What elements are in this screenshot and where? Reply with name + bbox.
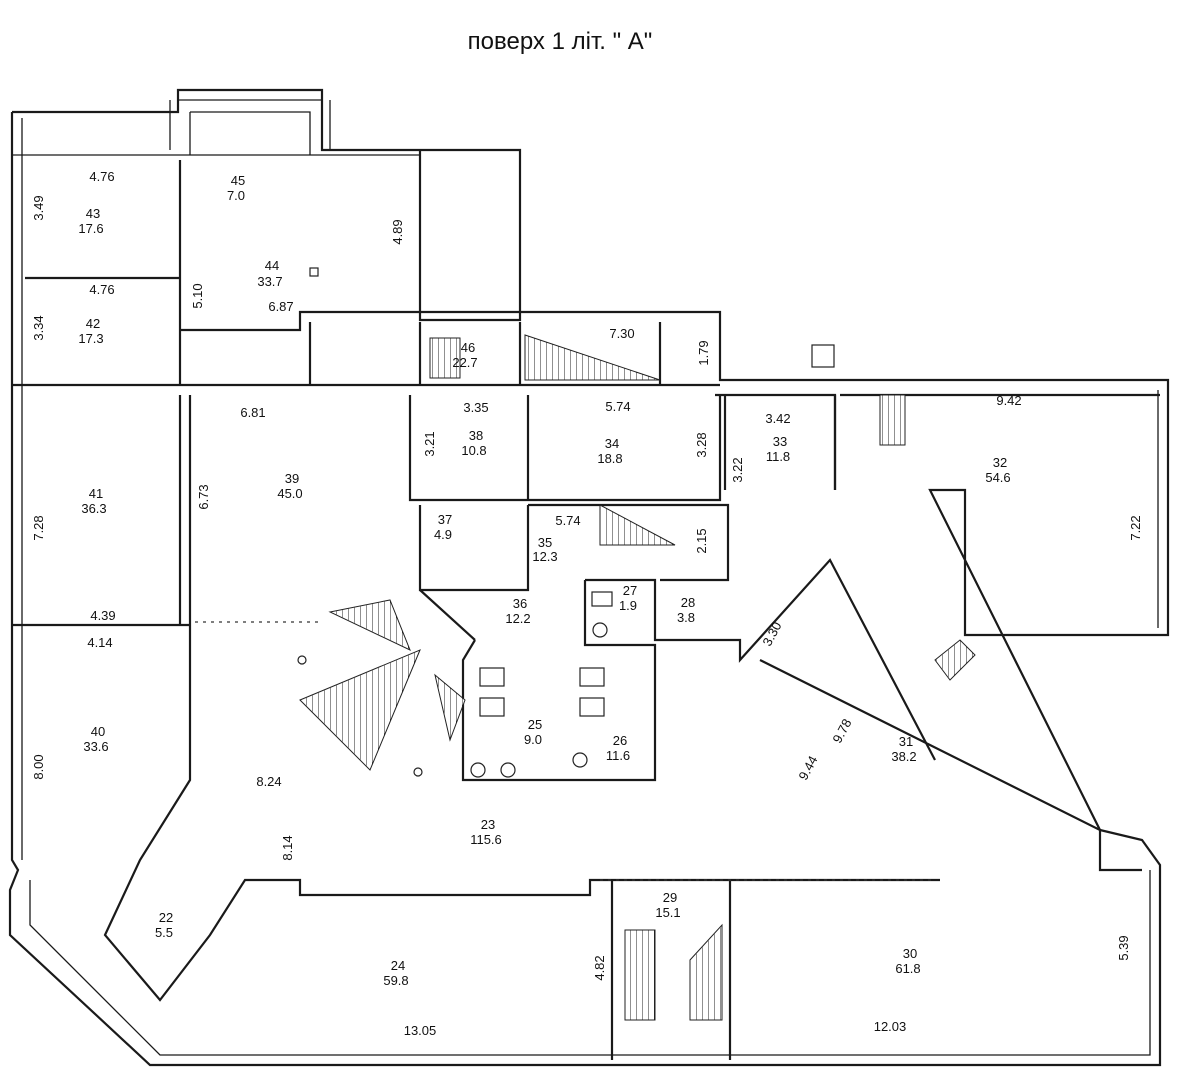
dim-3-21: 3.21	[422, 431, 437, 456]
room-24-area: 59.8	[383, 973, 408, 988]
room-labels: 45 7.0 43 17.6 42 17.3 44 33.7 46 22.7 4…	[78, 173, 1010, 988]
dim-3-34: 3.34	[31, 315, 46, 340]
dim-3-49: 3.49	[31, 195, 46, 220]
dim-3-28: 3.28	[694, 432, 709, 457]
room-35-number: 35	[538, 535, 552, 550]
room-25-number: 25	[528, 717, 542, 732]
room-32-area: 54.6	[985, 470, 1010, 485]
floor-title: поверх 1 літ. " А"	[467, 28, 653, 55]
interior-walls	[12, 160, 1160, 1060]
room-41-number: 41	[89, 486, 103, 501]
room-26-number: 26	[613, 733, 627, 748]
dim-3-42: 3.42	[765, 411, 790, 426]
dim-7-30: 7.30	[609, 326, 634, 341]
dim-4-39: 4.39	[90, 608, 115, 623]
room-30-number: 30	[903, 946, 917, 961]
room-35-area: 12.3	[532, 549, 557, 564]
room-42-number: 42	[86, 316, 100, 331]
room-27-number: 27	[623, 583, 637, 598]
dim-7-22: 7.22	[1128, 515, 1143, 540]
dim-3-30: 3.30	[759, 619, 784, 648]
dim-6-81: 6.81	[240, 405, 265, 420]
room-28-number: 28	[681, 595, 695, 610]
room-34-number: 34	[605, 436, 619, 451]
dim-4-76-top: 4.76	[89, 169, 114, 184]
room-29-number: 29	[663, 890, 677, 905]
room-38-area: 10.8	[461, 443, 486, 458]
room-27-area: 1.9	[619, 598, 637, 613]
room-22-area: 5.5	[155, 925, 173, 940]
dim-4-14: 4.14	[87, 635, 112, 650]
room-29-area: 15.1	[655, 905, 680, 920]
sanitary-fixtures	[297, 267, 835, 778]
dim-3-22: 3.22	[730, 457, 745, 482]
room-45-area: 7.0	[227, 188, 245, 203]
dim-13-05: 13.05	[404, 1023, 437, 1038]
room-30-area: 61.8	[895, 961, 920, 976]
openings	[195, 621, 935, 881]
dim-2-15: 2.15	[694, 528, 709, 553]
dim-3-35: 3.35	[463, 400, 488, 415]
dim-9-78: 9.78	[829, 716, 854, 745]
dim-5-74-top: 5.74	[605, 399, 630, 414]
room-45-number: 45	[231, 173, 245, 188]
dim-8-24: 8.24	[256, 774, 281, 789]
room-24-number: 24	[391, 958, 405, 973]
room-28-area: 3.8	[677, 610, 695, 625]
dim-4-89: 4.89	[390, 219, 405, 244]
dim-7-28: 7.28	[31, 515, 46, 540]
room-46-number: 46	[461, 340, 475, 355]
room-33-area: 11.8	[766, 449, 790, 464]
dim-6-73: 6.73	[196, 484, 211, 509]
dim-4-82: 4.82	[592, 955, 607, 980]
room-41-area: 36.3	[81, 501, 106, 516]
dim-4-76-mid: 4.76	[89, 282, 114, 297]
dim-6-87: 6.87	[268, 299, 293, 314]
dimension-labels: 4.76 3.49 4.89 4.76 5.10 3.34 6.87 7.30 …	[31, 169, 1143, 1038]
room-25-area: 9.0	[524, 732, 542, 747]
room-38-number: 38	[469, 428, 483, 443]
room-40-area: 33.6	[83, 739, 108, 754]
room-43-area: 17.6	[78, 221, 103, 236]
dim-5-39: 5.39	[1116, 935, 1131, 960]
room-40-number: 40	[91, 724, 105, 739]
dim-8-00: 8.00	[31, 754, 46, 779]
room-23-number: 23	[481, 817, 495, 832]
room-43-number: 43	[86, 206, 100, 221]
dim-5-74-mid: 5.74	[555, 513, 580, 528]
dim-5-10: 5.10	[190, 283, 205, 308]
dim-12-03: 12.03	[874, 1019, 907, 1034]
dim-9-42: 9.42	[996, 393, 1021, 408]
room-37-area: 4.9	[434, 527, 452, 542]
room-39-number: 39	[285, 471, 299, 486]
dim-8-14: 8.14	[280, 835, 295, 860]
room-34-area: 18.8	[597, 451, 622, 466]
dim-1-79: 1.79	[696, 340, 711, 365]
room-22-number: 22	[159, 910, 173, 925]
room-44-area: 33.7	[257, 274, 282, 289]
room-33-number: 33	[773, 434, 787, 449]
room-31-number: 31	[899, 734, 913, 749]
room-46-area: 22.7	[452, 355, 477, 370]
room-36-area: 12.2	[505, 611, 530, 626]
room-32-number: 32	[993, 455, 1007, 470]
room-26-area: 11.6	[606, 748, 630, 763]
room-36-number: 36	[513, 596, 527, 611]
stairs	[299, 334, 976, 1021]
room-37-number: 37	[438, 512, 452, 527]
room-44-number: 44	[265, 258, 279, 273]
room-39-area: 45.0	[277, 486, 302, 501]
exterior-walls	[8, 88, 1170, 1067]
room-42-area: 17.3	[78, 331, 103, 346]
room-23-area: 115.6	[470, 832, 502, 847]
dim-9-44: 9.44	[795, 753, 820, 782]
room-31-area: 38.2	[891, 749, 916, 764]
